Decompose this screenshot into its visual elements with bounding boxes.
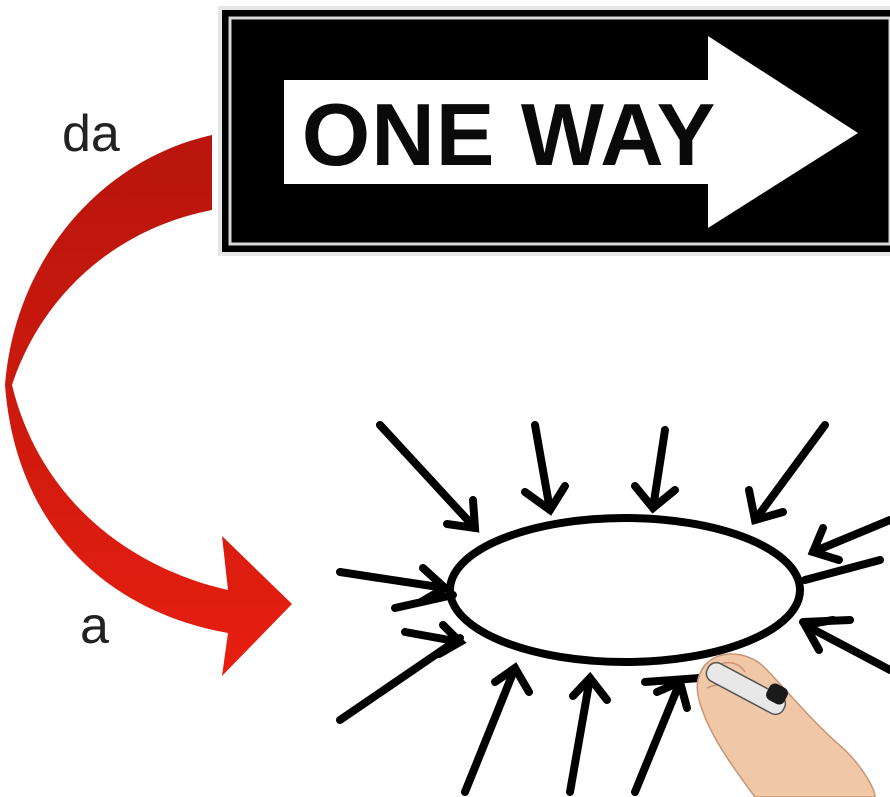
arrow-top-2 <box>635 430 675 508</box>
arrow-bottom-1 <box>465 668 529 792</box>
converging-arrows-illustration <box>335 420 890 797</box>
arrow-top-1 <box>525 425 565 510</box>
arrow-bottom-2 <box>570 678 607 792</box>
arrow-right-3 <box>805 620 890 670</box>
arrow-left-4 <box>340 638 460 720</box>
arrow-bottom-3 <box>635 682 687 792</box>
label-to: a <box>80 600 109 652</box>
arrow-right-4 <box>803 620 850 622</box>
sign-text: ONE WAY <box>304 82 714 188</box>
arrow-top-right <box>749 425 825 520</box>
label-from: da <box>62 108 120 160</box>
one-way-sign: ONE WAY <box>218 6 890 256</box>
arrow-right-2 <box>805 560 880 580</box>
arrow-top-left <box>380 425 475 528</box>
arrow-bottom-4 <box>645 678 700 682</box>
hand-holding-marker-icon <box>697 654 875 797</box>
arrow-right-1 <box>813 520 890 560</box>
central-ellipse <box>450 518 800 662</box>
